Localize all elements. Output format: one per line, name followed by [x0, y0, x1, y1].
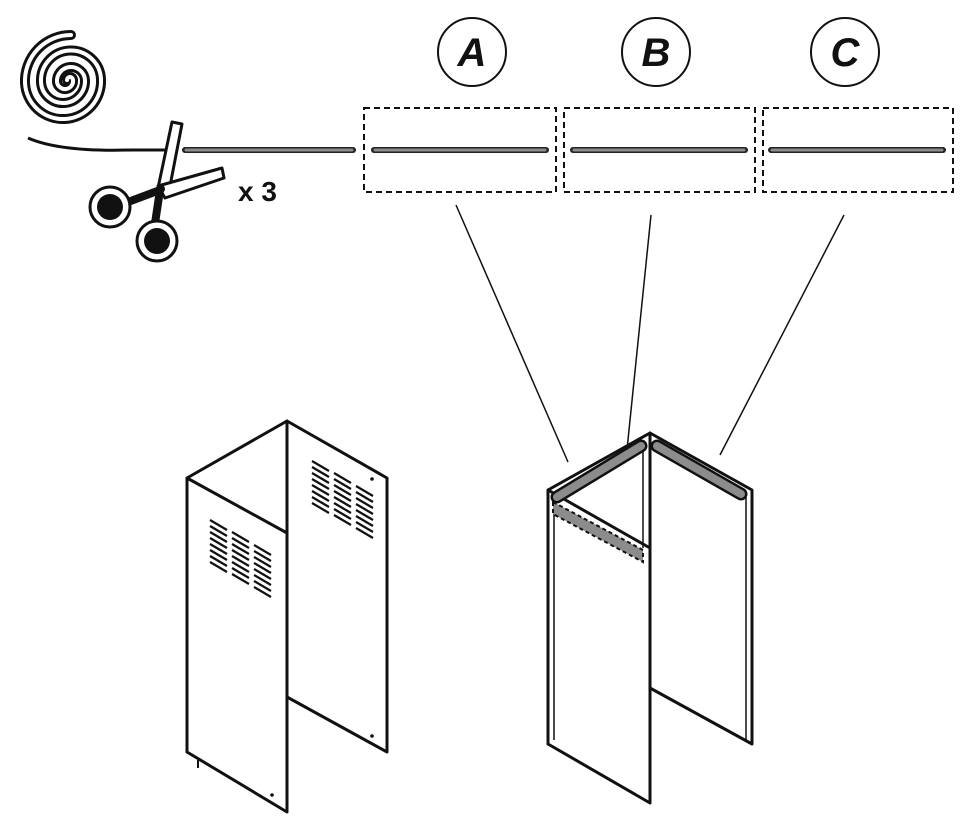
vent-slots-front [209, 519, 272, 598]
strip-box-b [563, 107, 756, 193]
vent-slots-back [311, 460, 374, 539]
leader-line-c [719, 214, 845, 456]
strip-box-a [363, 107, 557, 193]
strip-box-c [762, 107, 954, 193]
chimney-cover-taped [546, 431, 754, 805]
label-c: C [831, 31, 861, 75]
chimney-cover-vented [185, 419, 389, 814]
tape-strip-c [650, 439, 748, 501]
tape-roll-icon [19, 29, 178, 152]
tape-strip-a [550, 439, 648, 504]
tape-strip-b [552, 500, 644, 564]
label-circle-a: A [437, 17, 507, 87]
leader-line-a [455, 204, 569, 463]
label-a: A [457, 31, 487, 75]
multiplier-label: x 3 [238, 176, 277, 207]
scissors-icon [88, 120, 226, 263]
label-b: B [642, 31, 671, 75]
label-circle-c: C [810, 17, 880, 87]
label-circle-b: B [621, 17, 691, 87]
